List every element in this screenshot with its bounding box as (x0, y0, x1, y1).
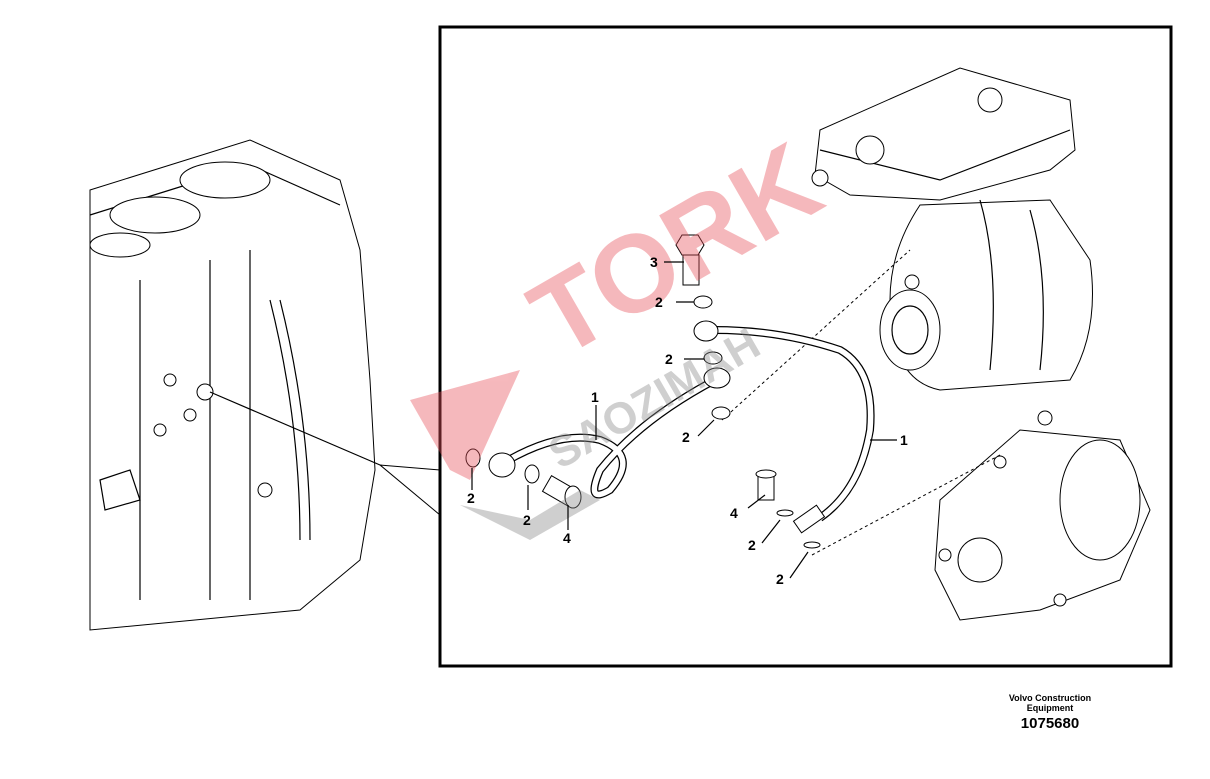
svg-text:TORK: TORK (511, 119, 841, 380)
watermark: TORK SAOZIMAH (410, 119, 840, 540)
leader-line (209, 391, 381, 466)
engine-block-illustration (89, 139, 376, 631)
callout-2: 2 (467, 490, 475, 506)
callout-4: 4 (730, 505, 738, 521)
callout-1: 1 (900, 432, 908, 448)
callout-2: 2 (682, 429, 690, 445)
callout-2: 2 (523, 512, 531, 528)
callout-1: 1 (591, 389, 599, 405)
company-name-line1: Volvo Construction (1008, 693, 1092, 703)
detail-frame (438, 25, 1173, 668)
callout-2: 2 (776, 571, 784, 587)
callout-2: 2 (665, 351, 673, 367)
pump-illustration (934, 410, 1151, 621)
callout-3: 3 (650, 254, 658, 270)
air-compressor-illustration (811, 67, 1093, 391)
company-name-line2: Equipment (1026, 703, 1074, 713)
plug-4a (541, 475, 582, 509)
drawing-number: 1075680 (1020, 715, 1080, 732)
callout-2: 2 (748, 537, 756, 553)
oil-pipe-2 (693, 320, 875, 534)
detail-pointer (378, 464, 441, 516)
title-block: Volvo Construction Equipment 1075680 (990, 693, 1110, 732)
plug-4b (755, 469, 777, 501)
banjo-bolt (675, 234, 705, 286)
callout-2: 2 (655, 294, 663, 310)
callout-4: 4 (563, 530, 571, 546)
oil-pipe-1 (488, 367, 731, 499)
